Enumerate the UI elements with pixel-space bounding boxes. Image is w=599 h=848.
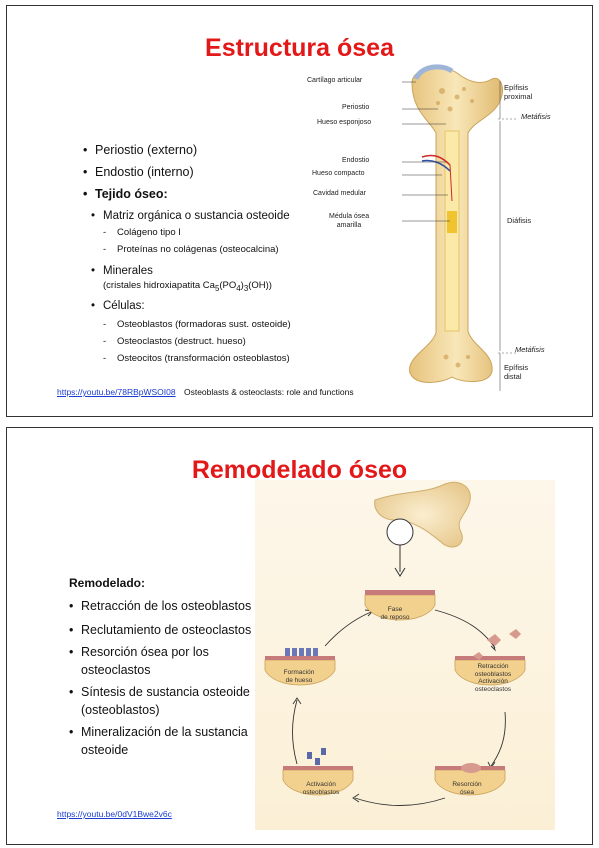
bullet-osteocitos: -Osteocitos (transformación osteoblastos… bbox=[103, 353, 290, 364]
remodelado-item-2: •Reclutamiento de osteoclastos bbox=[69, 623, 252, 637]
remodelado-item-5: •Mineralización de la sustancia osteoide bbox=[69, 725, 248, 757]
link-caption: Osteoblasts & osteoclasts: role and func… bbox=[183, 387, 354, 397]
label-cartilago: Cartílago articular bbox=[307, 77, 363, 84]
bullet-minerales: •Minerales bbox=[91, 265, 153, 277]
video-link-1: https://youtu.be/78RBpWSOI08 Osteoblasts… bbox=[57, 387, 354, 397]
stage-activacion bbox=[282, 748, 354, 796]
label-epifisis-proximal: Epífisis proximal bbox=[504, 83, 533, 101]
label-cavidad-medular: Cavidad medular bbox=[313, 190, 366, 197]
bullet-endostio: •Endostio (interno) bbox=[83, 165, 194, 179]
stage-resorcion bbox=[434, 763, 506, 796]
bullet-proteinas: -Proteínas no colágenas (osteocalcina) bbox=[103, 244, 279, 255]
label-epifisis-distal: Epífisis distal bbox=[504, 363, 529, 381]
bullet-tejido-oseo: •Tejido óseo: bbox=[83, 187, 168, 201]
slide-remodelado-oseo: Remodelado óseo Remodelado: •Retracción … bbox=[6, 427, 593, 845]
remodelado-item-3: •Resorción ósea por los osteoclastos bbox=[69, 645, 209, 677]
label-fase-reposo: Fase de reposo bbox=[380, 606, 410, 621]
label-retraccion-activacion: Retracción osteoblastos Activación osteo… bbox=[474, 663, 512, 693]
long-bone-illustration bbox=[402, 64, 518, 391]
label-diafisis: Diáfisis bbox=[507, 216, 532, 225]
remodelado-item-1: •Retracción de los osteoblastos bbox=[69, 599, 252, 613]
stage-fase-reposo bbox=[364, 590, 436, 621]
label-formacion: Formación de hueso bbox=[283, 669, 315, 684]
label-activacion: Activación osteoblastos bbox=[302, 781, 340, 796]
bullet-matriz: •Matriz orgánica o sustancia osteoide bbox=[91, 210, 290, 222]
label-resorcion: Resorción ósea bbox=[452, 781, 482, 796]
slide-estructura-osea: Estructura ósea •Periostio (externo) •En… bbox=[6, 5, 593, 417]
label-hueso-compacto: Hueso compacto bbox=[312, 170, 365, 177]
label-metafisis-bottom: Metáfisis bbox=[515, 345, 545, 354]
slide-title: Remodelado óseo bbox=[191, 456, 408, 484]
label-metafisis-top: Metáfisis bbox=[521, 112, 551, 121]
bullet-osteoblastos: -Osteoblastos (formadoras sust. osteoide… bbox=[103, 319, 291, 330]
bullet-cristales: (cristales hidroxiapatita Ca5(PO4)3(OH)) bbox=[103, 280, 272, 293]
video-link-2: https://youtu.be/0dV1Bwe2v6c bbox=[57, 809, 172, 819]
label-periostio: Periostio bbox=[342, 104, 370, 111]
remodelado-item-4: •Síntesis de sustancia osteoide (osteobl… bbox=[69, 685, 250, 717]
remodeling-cycle-illustration bbox=[255, 480, 555, 830]
bullet-colageno: -Colágeno tipo I bbox=[103, 227, 181, 238]
label-hueso-esponjoso: Hueso esponjoso bbox=[317, 119, 372, 126]
label-endostio: Endostio bbox=[342, 157, 370, 164]
youtube-link[interactable]: https://youtu.be/78RBpWSOI08 bbox=[57, 387, 176, 397]
label-medula-osea: Médula ósea amarilla bbox=[329, 213, 370, 229]
youtube-link[interactable]: https://youtu.be/0dV1Bwe2v6c bbox=[57, 809, 172, 819]
bullet-celulas: •Células: bbox=[91, 300, 145, 312]
bullet-osteoclastos: -Osteoclastos (destruct. hueso) bbox=[103, 336, 246, 347]
remodelado-heading: Remodelado: bbox=[69, 576, 146, 590]
bullet-periostio: •Periostio (externo) bbox=[83, 143, 198, 157]
slide-title: Estructura ósea bbox=[205, 34, 394, 62]
stage-formacion bbox=[264, 648, 336, 686]
stage-retraccion bbox=[454, 629, 526, 686]
